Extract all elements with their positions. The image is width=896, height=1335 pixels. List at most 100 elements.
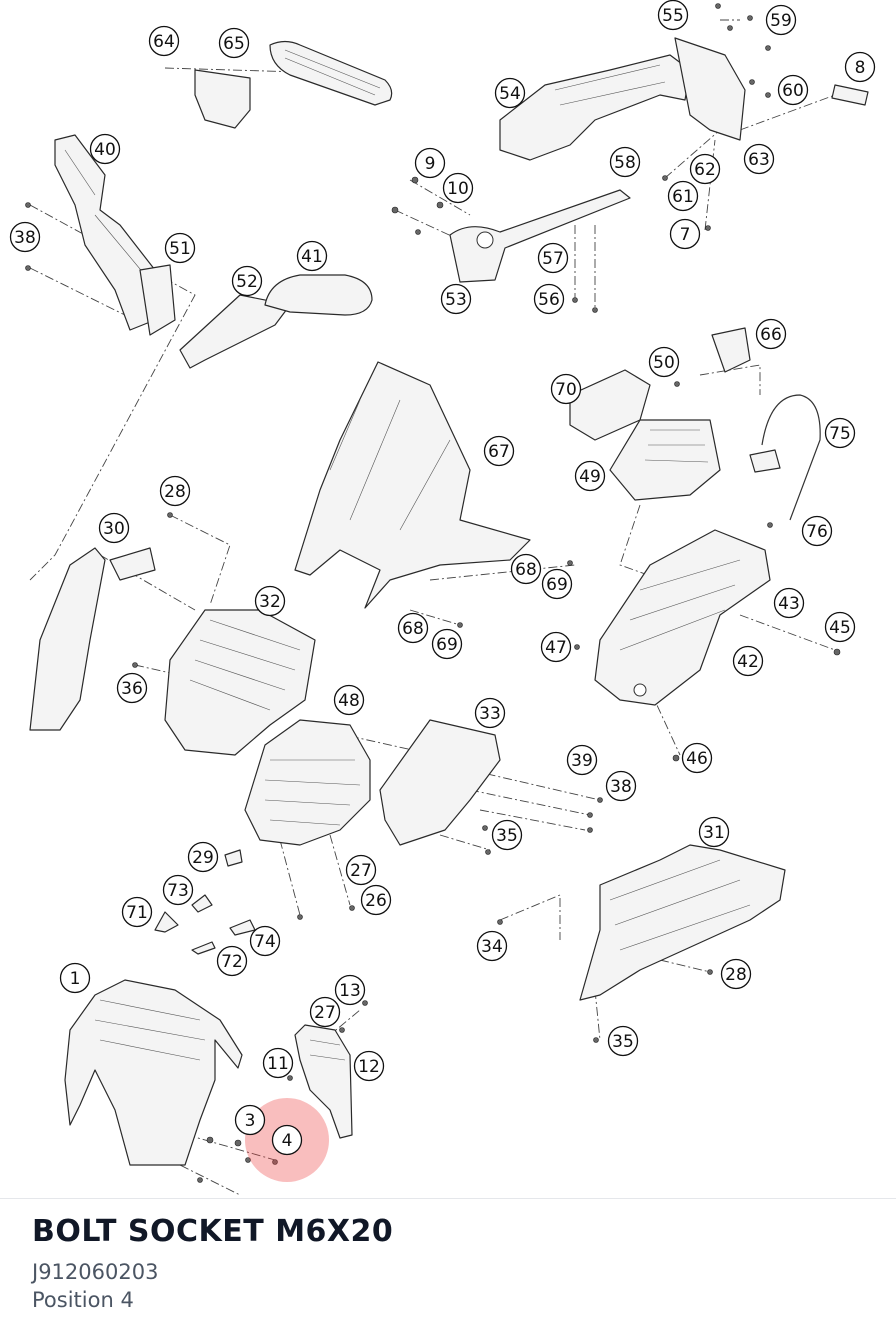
callout-number: 76 <box>806 522 828 542</box>
callout-circle <box>162 874 194 906</box>
callout-68[interactable]: 68 <box>397 612 429 644</box>
callout-27[interactable]: 27 <box>345 854 377 886</box>
callout-circle <box>801 515 833 547</box>
callout-29[interactable]: 29 <box>187 841 219 873</box>
callout-11[interactable]: 11 <box>262 1047 294 1079</box>
callout-circle <box>541 568 573 600</box>
callout-68[interactable]: 68 <box>510 553 542 585</box>
callout-number: 26 <box>365 891 387 911</box>
callout-42[interactable]: 42 <box>732 645 764 677</box>
callout-50[interactable]: 50 <box>648 346 680 378</box>
callout-35[interactable]: 35 <box>491 819 523 851</box>
callout-40[interactable]: 40 <box>89 133 121 165</box>
callout-62[interactable]: 62 <box>689 153 721 185</box>
callout-number: 65 <box>223 34 245 54</box>
callout-38[interactable]: 38 <box>9 221 41 253</box>
callout-circle <box>765 4 797 36</box>
callout-46[interactable]: 46 <box>681 742 713 774</box>
callout-number: 45 <box>829 618 851 638</box>
callout-number: 4 <box>282 1131 293 1151</box>
callout-45[interactable]: 45 <box>824 611 856 643</box>
callout-60[interactable]: 60 <box>777 74 809 106</box>
callout-number: 39 <box>571 751 593 771</box>
callout-circle <box>844 51 876 83</box>
callout-circle <box>476 930 508 962</box>
callout-circle <box>333 684 365 716</box>
callout-35[interactable]: 35 <box>607 1025 639 1057</box>
callout-63[interactable]: 63 <box>743 143 775 175</box>
callout-12[interactable]: 12 <box>353 1050 385 1082</box>
callout-69[interactable]: 69 <box>431 628 463 660</box>
callout-number: 28 <box>164 482 186 502</box>
callout-circle <box>89 133 121 165</box>
callout-71[interactable]: 71 <box>121 896 153 928</box>
callout-circle <box>9 221 41 253</box>
callout-4[interactable]: 4 <box>271 1124 303 1156</box>
callout-27[interactable]: 27 <box>309 996 341 1028</box>
callout-53[interactable]: 53 <box>440 283 472 315</box>
callout-26[interactable]: 26 <box>360 884 392 916</box>
callout-number: 9 <box>425 154 436 174</box>
callout-64[interactable]: 64 <box>148 25 180 57</box>
callout-76[interactable]: 76 <box>801 515 833 547</box>
callout-36[interactable]: 36 <box>116 672 148 704</box>
callout-circle <box>483 435 515 467</box>
callout-1[interactable]: 1 <box>59 962 91 994</box>
callout-9[interactable]: 9 <box>414 147 446 179</box>
callout-38[interactable]: 38 <box>605 770 637 802</box>
divider <box>0 1198 896 1199</box>
callout-number: 67 <box>488 442 510 462</box>
callout-number: 11 <box>267 1054 289 1074</box>
callout-55[interactable]: 55 <box>657 0 689 31</box>
callout-number: 31 <box>703 823 725 843</box>
callout-number: 1 <box>70 969 81 989</box>
callout-28[interactable]: 28 <box>159 475 191 507</box>
callout-74[interactable]: 74 <box>249 925 281 957</box>
callout-72[interactable]: 72 <box>216 945 248 977</box>
callout-59[interactable]: 59 <box>765 4 797 36</box>
callout-circle <box>681 742 713 774</box>
callout-31[interactable]: 31 <box>698 816 730 848</box>
callout-number: 72 <box>221 952 243 972</box>
callout-number: 62 <box>694 160 716 180</box>
callout-circle <box>414 147 446 179</box>
callout-30[interactable]: 30 <box>98 512 130 544</box>
callout-10[interactable]: 10 <box>442 172 474 204</box>
callout-33[interactable]: 33 <box>474 697 506 729</box>
callout-75[interactable]: 75 <box>824 417 856 449</box>
callout-13[interactable]: 13 <box>334 974 366 1006</box>
callout-circle <box>773 587 805 619</box>
callout-66[interactable]: 66 <box>755 318 787 350</box>
part-title: BOLT SOCKET M6X20 <box>32 1214 394 1249</box>
callout-56[interactable]: 56 <box>533 283 565 315</box>
callout-49[interactable]: 49 <box>574 460 606 492</box>
callout-48[interactable]: 48 <box>333 684 365 716</box>
callout-43[interactable]: 43 <box>773 587 805 619</box>
callout-circle <box>510 553 542 585</box>
callout-73[interactable]: 73 <box>162 874 194 906</box>
callout-41[interactable]: 41 <box>296 240 328 272</box>
callout-51[interactable]: 51 <box>164 232 196 264</box>
callout-circle <box>234 1104 266 1136</box>
callout-8[interactable]: 8 <box>844 51 876 83</box>
callout-34[interactable]: 34 <box>476 930 508 962</box>
callout-circle <box>216 945 248 977</box>
callout-number: 60 <box>782 81 804 101</box>
callout-39[interactable]: 39 <box>566 744 598 776</box>
callout-54[interactable]: 54 <box>494 77 526 109</box>
callout-number: 69 <box>436 635 458 655</box>
callout-70[interactable]: 70 <box>550 373 582 405</box>
callout-61[interactable]: 61 <box>667 180 699 212</box>
callout-52[interactable]: 52 <box>231 265 263 297</box>
callout-58[interactable]: 58 <box>609 146 641 178</box>
callout-67[interactable]: 67 <box>483 435 515 467</box>
callout-47[interactable]: 47 <box>540 631 572 663</box>
callout-3[interactable]: 3 <box>234 1104 266 1136</box>
callout-57[interactable]: 57 <box>537 242 569 274</box>
callout-28[interactable]: 28 <box>720 958 752 990</box>
callout-65[interactable]: 65 <box>218 27 250 59</box>
callout-32[interactable]: 32 <box>254 585 286 617</box>
callout-number: 3 <box>245 1111 256 1131</box>
callout-69[interactable]: 69 <box>541 568 573 600</box>
callout-7[interactable]: 7 <box>669 218 701 250</box>
